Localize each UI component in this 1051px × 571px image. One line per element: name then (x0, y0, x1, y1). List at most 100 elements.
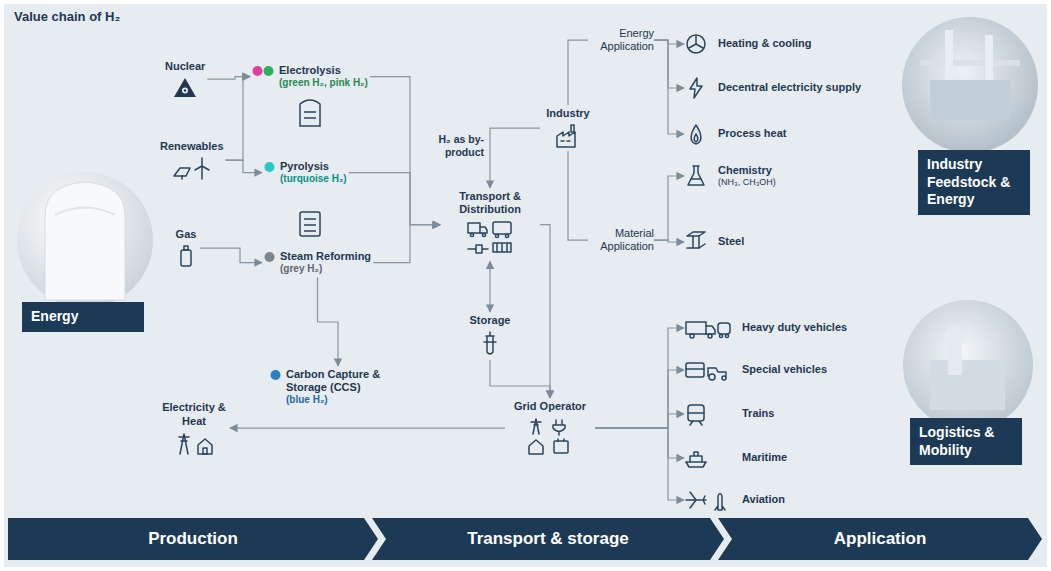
flow-connector (654, 40, 684, 88)
production-method: Electrolysis(green H₂, pink H₂) (250, 62, 370, 91)
category-box: Energy (22, 302, 144, 332)
chevron-fill (8, 518, 378, 560)
storage-icon (478, 330, 502, 358)
hydrogen-colour: (grey H₂) (280, 263, 371, 275)
gas-icon (174, 244, 198, 268)
category-label: Energy (31, 308, 135, 326)
energy-source: Gas (172, 226, 200, 270)
special-icon (684, 358, 732, 382)
mobility-photo (903, 300, 1033, 430)
flow-connector (373, 225, 440, 263)
flow-connector (595, 414, 684, 428)
chain-step: Transport & Distribution (440, 188, 540, 261)
hvac-icon (684, 32, 708, 56)
energy-source: Renewables (158, 138, 226, 182)
elec-icon (174, 431, 214, 455)
group-label: Energy Application (588, 27, 654, 53)
item-label: Trains (742, 407, 774, 420)
truck-icon (684, 316, 732, 340)
application-group: Material Application (588, 226, 654, 254)
text-column: Maritime (742, 451, 787, 464)
application-item: Steel (684, 228, 746, 256)
stage-label: Production (148, 529, 238, 549)
colour-dots (270, 369, 281, 381)
item-label: Process heat (718, 127, 786, 140)
chevron-fill (718, 518, 1042, 560)
chevron-fill (372, 518, 724, 560)
application-item: Heavy duty vehicles (684, 314, 849, 342)
stage-chevron: Production (8, 518, 378, 560)
gridop-icon (526, 416, 574, 456)
reformer-symbol (300, 212, 320, 236)
item-label: Chemistry (718, 164, 776, 177)
step-label: Renewables (160, 140, 224, 153)
nuclear-icon (173, 76, 197, 98)
item-label: Aviation (742, 493, 785, 506)
panel (4, 4, 1047, 567)
energy-photo (17, 172, 153, 308)
chain-step: Industry (540, 105, 596, 151)
diagram-title: Value chain of H₂ (14, 9, 120, 25)
step-label: Nuclear (165, 60, 205, 73)
industry-photo (902, 17, 1038, 153)
step-label: Transport & Distribution (442, 190, 538, 216)
text-column: Aviation (742, 493, 785, 506)
category-box: Industry Feedstock & Energy (918, 150, 1030, 215)
colour-dots (264, 251, 275, 263)
method-name: Electrolysis (279, 64, 368, 77)
production-method: Pyrolysis(turquoise H₂) (262, 158, 349, 187)
flow-connector (490, 128, 540, 188)
flow-connector (568, 151, 588, 240)
flow-connector (200, 248, 262, 263)
flow-connector (230, 428, 505, 429)
flow-connector (654, 176, 684, 240)
method-name: Pyrolysis (280, 160, 347, 173)
hydrogen-colour: (turquoise H₂) (280, 173, 347, 185)
step-label: Storage (470, 314, 511, 327)
application-item: Decentral electricity supply (684, 74, 863, 102)
item-label: Special vehicles (742, 363, 827, 376)
ship-icon (684, 446, 732, 470)
step-label: Gas (176, 228, 197, 241)
application-item: Heating & cooling (684, 30, 814, 58)
industry-icon (555, 123, 581, 149)
flow-connector (349, 173, 440, 225)
text-column: Heavy duty vehicles (742, 321, 847, 334)
edge-label: H₂ as by-product (424, 133, 484, 158)
stage-chevron: Transport & storage (372, 518, 724, 560)
item-label: Steel (718, 235, 744, 248)
flow-connector (595, 428, 684, 458)
flow-connector (490, 360, 550, 398)
transport-icon (466, 219, 514, 259)
application-group: Energy Application (588, 26, 654, 54)
bolt-icon (684, 76, 708, 100)
item-note: (NH₃, CH₃OH) (718, 177, 776, 188)
colour-dot (265, 252, 275, 262)
flow-connector (654, 240, 684, 242)
production-method: Carbon Capture & Storage (CCS)(blue H₂) (268, 366, 408, 408)
colour-dots (252, 65, 274, 77)
plane-icon (684, 488, 732, 512)
flow-connector (654, 40, 684, 134)
flow-connector (489, 261, 490, 312)
flask-icon (684, 164, 708, 188)
text-column: Process heat (718, 127, 786, 140)
flow-connector (595, 328, 684, 428)
text-column: Special vehicles (742, 363, 827, 376)
colour-dots (264, 161, 275, 173)
flame-icon (684, 122, 708, 146)
chain-step: Storage (460, 312, 520, 360)
item-label: Heating & cooling (718, 37, 812, 50)
application-item: Aviation (684, 486, 787, 514)
production-method: Steam Reforming(grey H₂) (262, 248, 373, 277)
text-column: Steam Reforming(grey H₂) (280, 250, 371, 275)
colour-dot (271, 370, 281, 380)
stage-label: Application (834, 529, 927, 549)
item-label: Maritime (742, 451, 787, 464)
flow-connector (226, 160, 262, 173)
colour-dot (264, 66, 274, 76)
chain-step: Grid Operator (505, 398, 595, 458)
